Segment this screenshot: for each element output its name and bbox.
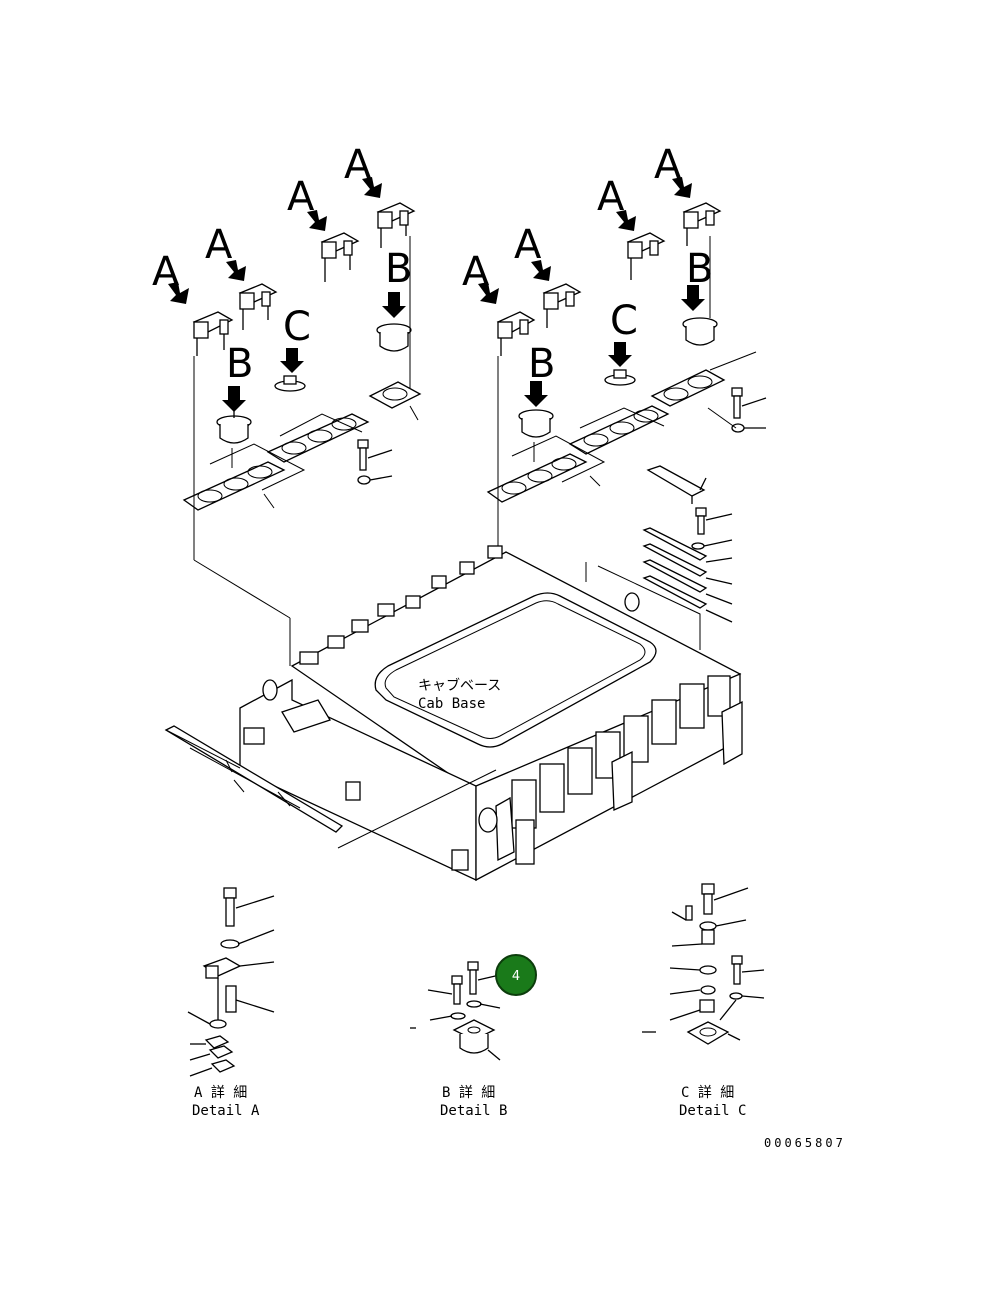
detail-captions: A 詳 細 Detail A B 詳 細 Detail B C 詳 細 Deta… [192, 1085, 746, 1119]
bolt-part [731, 387, 767, 419]
arrow-icon [168, 282, 189, 304]
mount-part [274, 375, 306, 392]
plate-part [182, 381, 422, 511]
mount-part [518, 409, 554, 438]
arrow-icon [382, 292, 406, 318]
arrow-icon [681, 285, 705, 311]
callout-circle[interactable] [495, 954, 537, 996]
marker-label: A [205, 222, 233, 268]
arrow-icon [478, 282, 499, 304]
plate-part [486, 351, 757, 503]
bracket-part [192, 311, 234, 356]
marker-label: A [514, 222, 542, 268]
bracket-part [542, 283, 582, 328]
bolt-part [357, 439, 393, 471]
callout-bubble[interactable]: 4 [495, 954, 537, 996]
shim-stack [585, 465, 733, 650]
arrow-icon [307, 210, 327, 231]
arrow-icon [524, 381, 548, 407]
detail-c-caption-en: Detail C [679, 1103, 746, 1119]
marker-label: C [610, 298, 638, 344]
detail-c-caption-jp: C 詳 細 [681, 1085, 734, 1101]
arrow-icon [280, 348, 304, 373]
marker-label: B [226, 341, 253, 387]
arrow-icon [226, 260, 246, 281]
bracket-part [496, 311, 536, 356]
mount-part [216, 410, 252, 444]
arrow-icon [222, 386, 246, 412]
arrow-icon [531, 260, 551, 281]
detail-a-caption-jp: A 詳 細 [194, 1085, 247, 1101]
washer-part [357, 475, 393, 485]
detail-b-caption-jp: B 詳 細 [442, 1085, 495, 1101]
arrow-icon [362, 177, 382, 198]
detail-a-caption-en: Detail A [192, 1103, 260, 1119]
washer-part [731, 423, 766, 433]
detail-a-drawing [187, 887, 275, 1077]
arrows [168, 177, 705, 412]
bracket-part [682, 202, 722, 246]
detail-b-caption-en: Detail B [440, 1103, 507, 1119]
callout-number: 4 [512, 969, 520, 984]
cab-base-label-jp: キャブベース [418, 677, 501, 694]
detail-markers: A A A A A A A A B B B B C C [152, 142, 713, 387]
bracket-part [238, 283, 278, 330]
right-mount-group [486, 202, 767, 790]
drawing-number: 00065807 [764, 1136, 846, 1150]
left-mount-group [182, 202, 422, 666]
cab-base-frame [164, 545, 743, 882]
marker-label: B [385, 246, 412, 292]
marker-label: C [283, 304, 311, 350]
bracket-part [626, 232, 666, 280]
mount-part [376, 323, 412, 352]
mount-part [604, 369, 636, 386]
arrow-icon [616, 210, 636, 231]
arrow-icon [672, 177, 692, 198]
mount-part [682, 317, 718, 346]
cab-base-label-en: Cab Base [418, 696, 485, 712]
arrow-icon [608, 342, 632, 367]
detail-b-drawing [410, 961, 505, 1061]
bracket-part [320, 232, 360, 282]
bracket-part [376, 202, 416, 248]
marker-label: B [528, 341, 555, 387]
detail-c-drawing [642, 883, 765, 1045]
marker-label: B [686, 246, 713, 292]
